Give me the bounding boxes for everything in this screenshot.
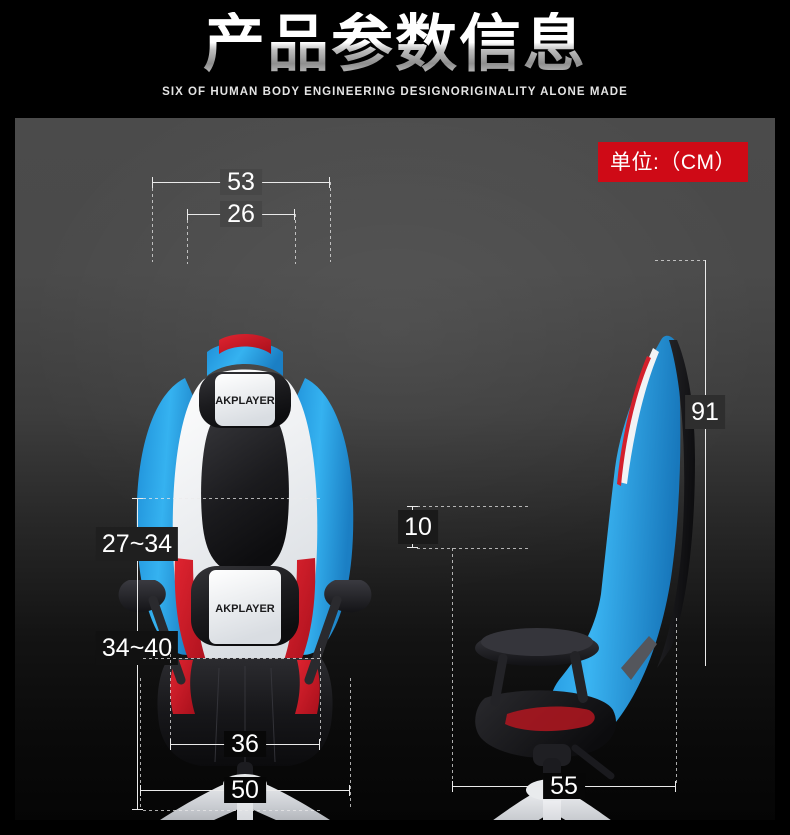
dimension-label-seat-width: 36	[224, 731, 266, 757]
guide-line-seat-bottom	[143, 658, 323, 659]
ext-line-53-left	[152, 182, 153, 262]
dimension-line-base-height	[132, 658, 143, 810]
page-title: 产品参数信息	[0, 12, 790, 78]
header: 产品参数信息 SIX OF HUMAN BODY ENGINEERING DES…	[0, 0, 790, 118]
armrest-right	[304, 580, 372, 685]
backrest-side-white-stripe	[619, 348, 659, 484]
unit-badge: 单位:（CM）	[598, 142, 748, 182]
ext-line-55-right	[676, 618, 677, 784]
dimension-label-armrest-thickness: 10	[398, 510, 438, 544]
backrest-black-panel	[201, 424, 289, 574]
tilt-mechanism	[533, 744, 571, 766]
lumbar-brand-text: AKPLAYER	[215, 603, 275, 615]
diagram-panel: AKPLAYER AKPLAYER	[15, 118, 775, 820]
dimension-label-seat-height: 27~34	[95, 527, 179, 561]
ext-line-50-left	[140, 678, 141, 808]
dimension-label-base-depth: 55	[543, 773, 585, 799]
guide-line-armrest-bottom	[417, 548, 529, 549]
lumbar-cushion: AKPLAYER	[191, 566, 299, 646]
guide-line-backrest-top	[655, 260, 705, 261]
dimension-label-base-width: 50	[224, 777, 266, 803]
ext-line-26-right	[295, 214, 296, 264]
ext-line-26-left	[187, 214, 188, 264]
dimension-line-backrest-height-upper	[705, 260, 706, 528]
page-subtitle: SIX OF HUMAN BODY ENGINEERING DESIGNORIG…	[162, 86, 628, 98]
guide-line-seat-top	[143, 498, 323, 499]
backrest-side-red-stripe	[617, 356, 651, 486]
dimension-label-backrest-width: 26	[220, 201, 262, 227]
dimension-label-base-height: 34~40	[95, 631, 179, 665]
front-view-chair: AKPLAYER AKPLAYER	[115, 228, 375, 820]
headrest-brand-text: AKPLAYER	[215, 395, 275, 407]
side-view-chair	[425, 228, 725, 820]
guide-line-armrest-top	[417, 506, 529, 507]
headrest-pillow: AKPLAYER	[199, 372, 291, 428]
backrest-bracket	[621, 636, 657, 680]
ext-line-36-right	[320, 648, 321, 744]
armrest-side	[475, 628, 599, 707]
ext-line-36-left	[170, 648, 171, 744]
ext-line-50-right	[350, 678, 351, 808]
dimension-label-width-total: 53	[220, 169, 262, 195]
dimension-line-backrest-height-lower	[705, 436, 706, 666]
backrest-side-blue	[548, 335, 681, 743]
tilt-lever	[571, 744, 615, 780]
backrest-top-red-band	[219, 334, 271, 354]
ext-line-55-left	[452, 548, 453, 784]
dimension-label-backrest-height: 91	[685, 395, 725, 429]
guide-line-floor	[143, 810, 323, 811]
seat-side-red	[505, 706, 595, 732]
ext-line-53-right	[330, 182, 331, 262]
